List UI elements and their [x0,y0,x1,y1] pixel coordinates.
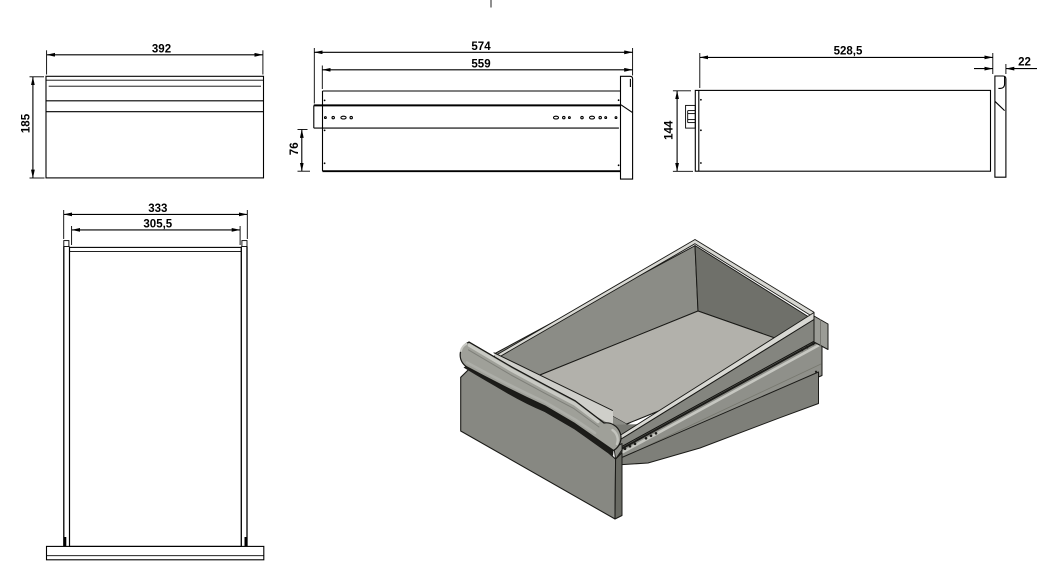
svg-text:333: 333 [148,203,167,215]
svg-text:528,5: 528,5 [834,46,863,58]
svg-text:144: 144 [663,120,675,140]
svg-text:22: 22 [1018,56,1031,68]
svg-text:392: 392 [152,43,171,55]
svg-text:559: 559 [471,58,490,70]
svg-text:305,5: 305,5 [143,218,172,230]
svg-text:574: 574 [471,41,491,53]
svg-text:76: 76 [289,142,301,155]
svg-text:185: 185 [21,113,33,133]
